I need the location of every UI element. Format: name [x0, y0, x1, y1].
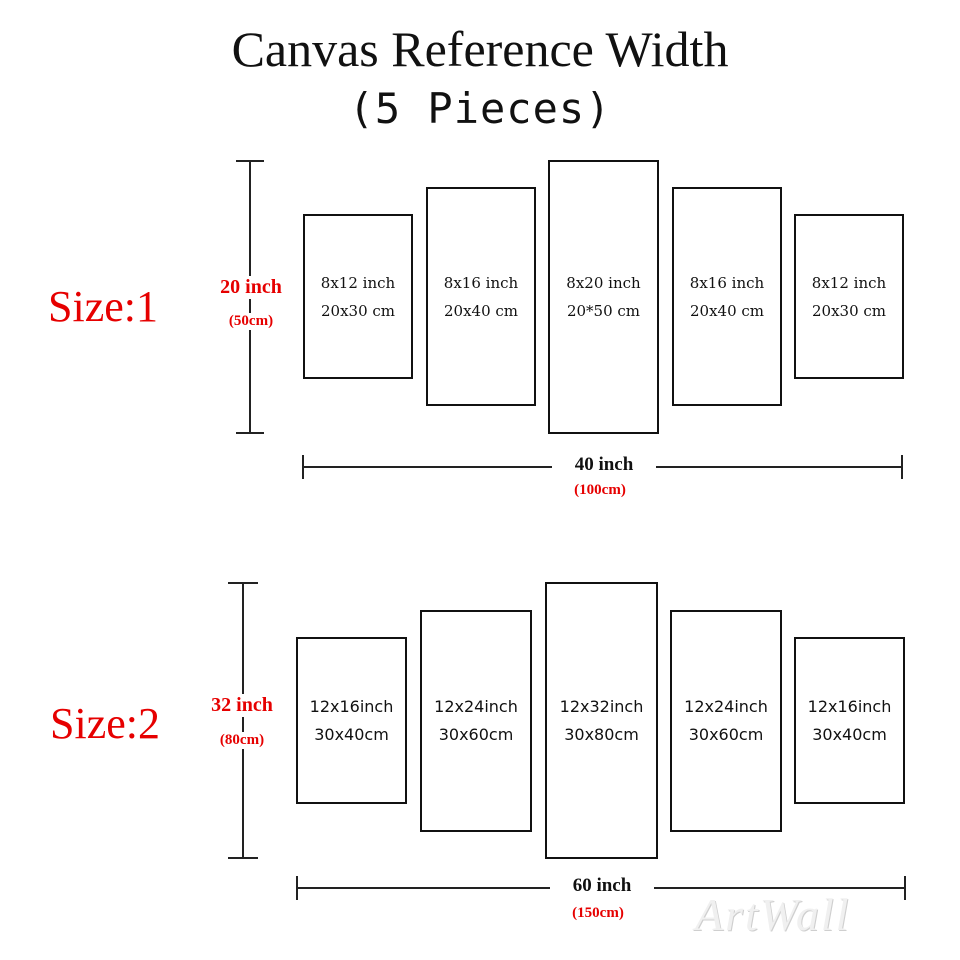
panel-cm-label: 20x30 cm [320, 301, 396, 320]
panel-inch-label: 12x24inch [684, 697, 768, 716]
panel-cm-label: 30x60cm [438, 725, 514, 744]
artwall-watermark: ArtWall [695, 889, 851, 940]
size2-panel-3: 12x32inch 30x80cm [545, 582, 658, 859]
diagram-subtitle: (5 Pieces) [348, 84, 612, 133]
panel-inch-label: 12x16inch [309, 696, 394, 716]
panel-inch-label: 12x32inch [559, 696, 644, 716]
diagram-title: Canvas Reference Width [231, 21, 729, 77]
size2-height-cap-bottom [228, 857, 258, 859]
panel-cm-label: 30x40cm [314, 724, 389, 744]
size2-height-inch: 32 inch [186, 694, 298, 717]
size1-height-cap-bottom [236, 432, 264, 434]
size1-panel-2: 8x16 inch 20x40 cm [426, 187, 536, 406]
size1-panel-4: 8x16 inch 20x40 cm [672, 187, 782, 406]
size2-panel-1: 12x16inch 30x40cm [296, 637, 407, 804]
size2-panel-2: 12x24inch 30x60cm [420, 610, 532, 832]
panel-cm-label: 20x40 cm [443, 301, 519, 320]
size1-panel-5: 8x12 inch 20x30 cm [794, 214, 904, 379]
panel-cm-label: 30x60cm [688, 725, 764, 744]
panel-inch-label: 8x20 inch [566, 274, 641, 292]
panel-inch-label: 8x12 inch [320, 273, 396, 292]
size2-width-cm: (150cm) [572, 905, 624, 921]
panel-cm-label: 20*50 cm [566, 302, 641, 320]
size1-height-inch: 20 inch [196, 276, 306, 299]
panel-inch-label: 12x16inch [807, 696, 892, 716]
size1-label: Size:1 [48, 282, 158, 331]
size2-height-line [242, 582, 244, 858]
size1-panel-1: 8x12 inch 20x30 cm [303, 214, 413, 379]
size2-panel-4: 12x24inch 30x60cm [670, 610, 782, 832]
panel-inch-label: 8x16 inch [443, 273, 519, 292]
panel-inch-label: 8x12 inch [811, 273, 887, 292]
size2-label: Size:2 [50, 699, 160, 748]
panel-cm-label: 20x30 cm [811, 301, 887, 320]
panel-cm-label: 20x40 cm [689, 301, 765, 320]
panel-cm-label: 30x80cm [564, 724, 639, 744]
size1-width-cm: (100cm) [574, 482, 626, 498]
size2-width-inch: 60 inch [550, 875, 654, 897]
size1-panel-3: 8x20 inch 20*50 cm [548, 160, 659, 434]
size2-height-cm: (80cm) [186, 732, 298, 749]
size2-width-cap-right [904, 876, 906, 900]
size1-width-inch: 40 inch [552, 454, 656, 476]
panel-inch-label: 12x24inch [434, 697, 518, 716]
size2-panel-5: 12x16inch 30x40cm [794, 637, 905, 804]
size1-width-cap-right [901, 455, 903, 479]
panel-cm-label: 30x40cm [812, 724, 887, 744]
panel-inch-label: 8x16 inch [689, 273, 765, 292]
size1-height-cm: (50cm) [196, 313, 306, 330]
